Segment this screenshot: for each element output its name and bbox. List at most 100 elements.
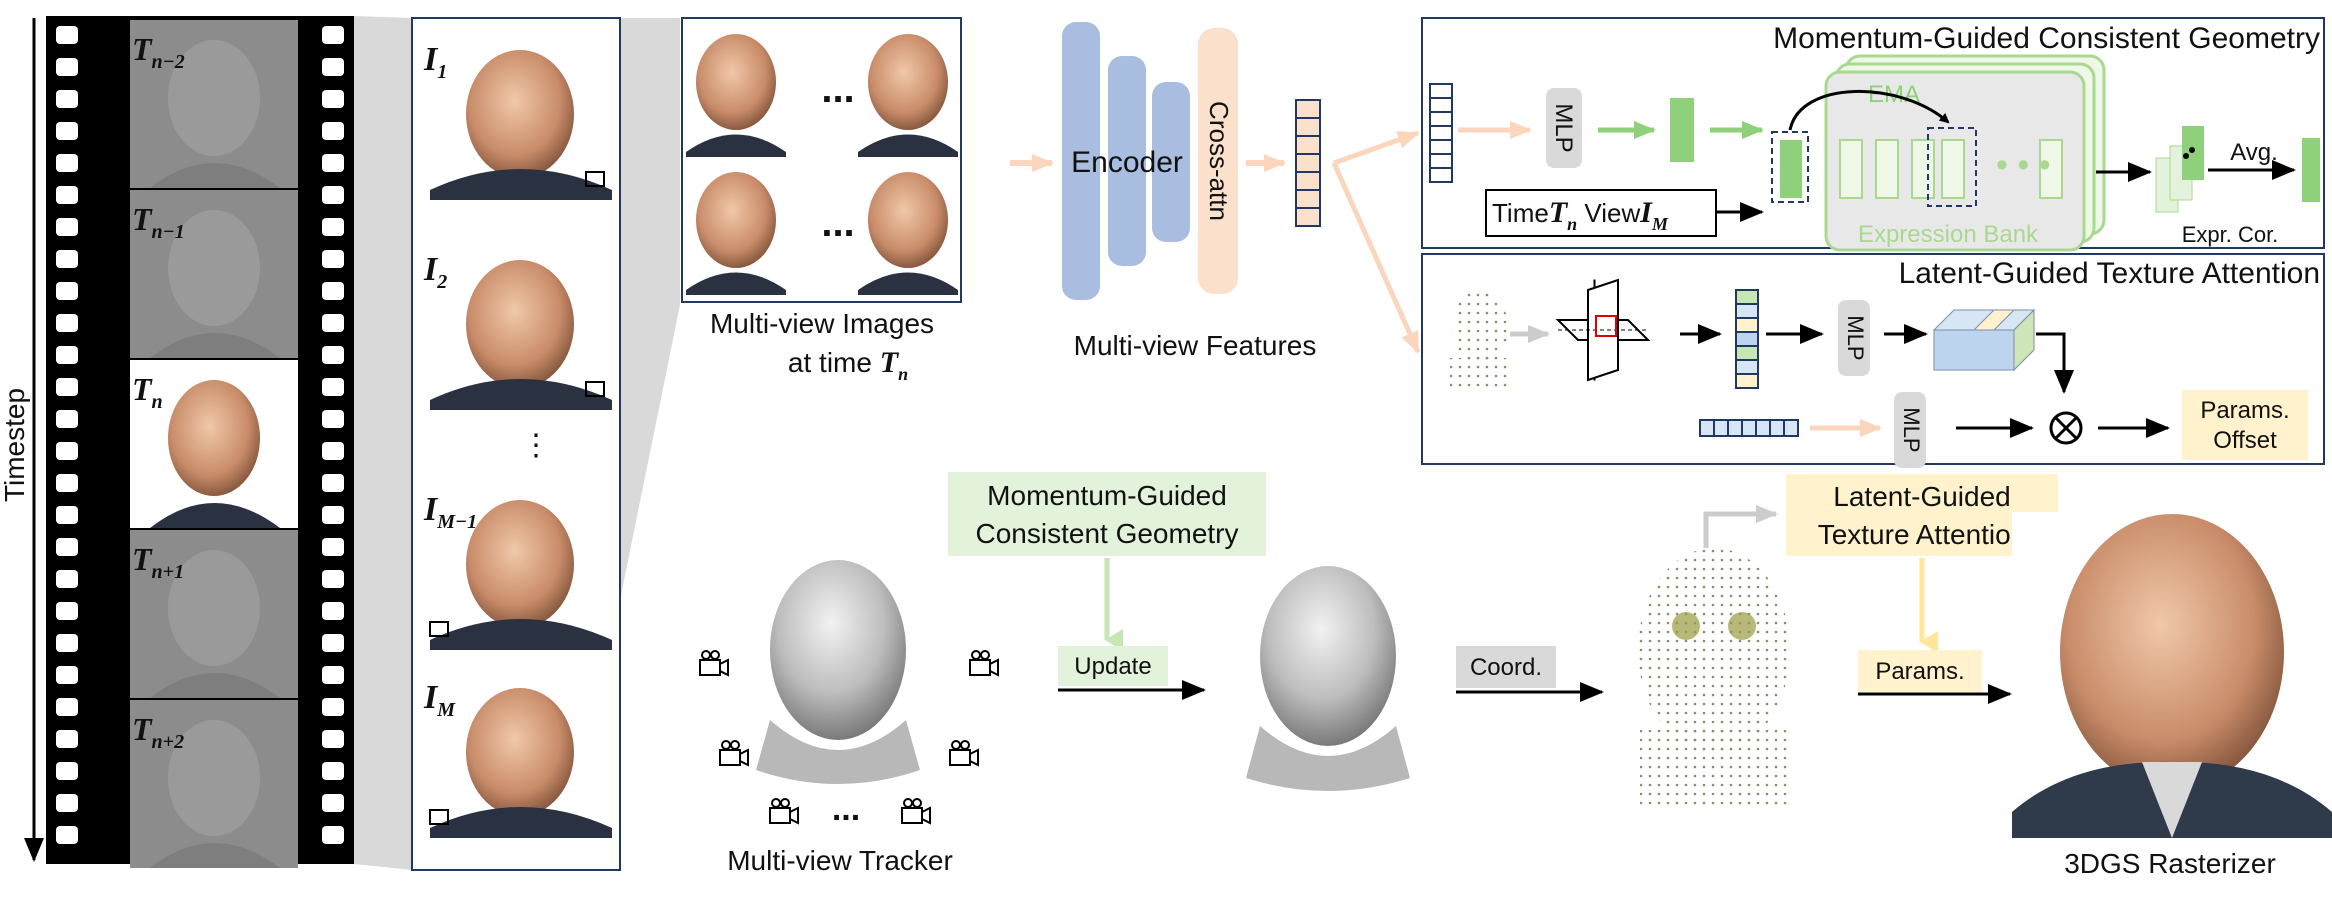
- texture-module-title: Latent-Guided Texture Attention: [1899, 257, 2320, 290]
- vector-cell: [1713, 419, 1729, 437]
- mlp-block: [1546, 88, 1582, 168]
- geometry-box: [948, 472, 1266, 556]
- film-frame: Tn−1: [130, 190, 298, 358]
- sprocket-hole: [322, 634, 344, 652]
- sprocket-hole: [56, 58, 78, 76]
- multiview-dots-bottom: ...: [821, 201, 854, 245]
- encoder-label: Encoder: [1071, 146, 1183, 179]
- frame-label: Tn+2: [132, 711, 184, 753]
- texture-box-line2: Texture Attention: [1818, 519, 2027, 550]
- vector-cell: [1735, 289, 1759, 305]
- mlp-block-1: [1838, 300, 1870, 376]
- sprocket-hole: [322, 90, 344, 108]
- timestep-label: Timestep: [0, 388, 30, 502]
- sprocket-hole: [56, 186, 78, 204]
- face-thumb: [858, 34, 958, 157]
- frame-label: Tn−1: [132, 201, 185, 243]
- expr-cor-label: Expr. Cor.: [2182, 222, 2279, 247]
- sprocket-hole: [56, 474, 78, 492]
- camera-icon: [429, 809, 449, 825]
- sprocket-hole: [322, 442, 344, 460]
- sprocket-hole: [56, 314, 78, 332]
- feature-vector: [1295, 99, 1321, 227]
- camera-icons: [699, 650, 999, 825]
- sprocket-hole: [56, 26, 78, 44]
- sprocket-hole: [322, 154, 344, 172]
- face-thumb: [858, 172, 958, 295]
- time-view-label: TimeTn ViewIM: [1492, 196, 1669, 234]
- updated-mesh: [1246, 566, 1410, 791]
- sprocket-hole: [56, 90, 78, 108]
- time-view-box: [1485, 189, 1717, 237]
- camera-icon: [585, 171, 605, 187]
- vector-cell: [1429, 167, 1453, 183]
- timestep-axis: Timestep: [0, 18, 44, 862]
- tracker-dots: ...: [832, 790, 860, 828]
- vector-cell: [1735, 317, 1759, 333]
- vector-cell: [1769, 419, 1785, 437]
- triplane-grid: [1555, 278, 1651, 382]
- vector-cell: [1735, 303, 1759, 319]
- bottom-pipeline: ... Multi-view Tracker Momentum-Guided C…: [699, 472, 2332, 879]
- vector-cell: [1295, 207, 1321, 227]
- point-cloud-head: [1450, 290, 1510, 388]
- film-frame: Tn+2: [130, 700, 298, 868]
- coord-label: Coord.: [1470, 654, 1542, 681]
- sprocket-hole: [56, 154, 78, 172]
- camera-icon: [429, 621, 449, 637]
- sprocket-hole: [56, 538, 78, 556]
- params-offset-line2: Offset: [2213, 427, 2277, 454]
- sprocket-hole: [322, 314, 344, 332]
- vector-cell: [1735, 345, 1759, 361]
- view-label: I2: [423, 251, 447, 293]
- vector-cell: [1735, 359, 1759, 375]
- sprocket-hole: [56, 122, 78, 140]
- params-offset-line1: Params.: [2200, 397, 2289, 424]
- geometry-module-title: Momentum-Guided Consistent Geometry: [1773, 22, 2320, 55]
- sprocket-hole: [322, 602, 344, 620]
- sprocket-hole: [56, 762, 78, 780]
- attention-tensor: [1932, 308, 2036, 372]
- cross-attn-label: Cross-attn: [1204, 101, 1234, 221]
- sprocket-hole: [56, 730, 78, 748]
- latent-vector: [1429, 83, 1453, 183]
- sprocket-hole: [322, 282, 344, 300]
- rasterizer-caption: 3DGS Rasterizer: [2064, 848, 2276, 879]
- rendered-face: [2012, 512, 2332, 838]
- features-caption: Multi-view Features: [1074, 330, 1317, 361]
- vector-cell: [1735, 373, 1759, 389]
- sprocket-hole: [322, 730, 344, 748]
- vector-cell: [1295, 171, 1321, 191]
- frame-label: Tn+1: [132, 541, 184, 583]
- frame-label: Tn: [132, 371, 163, 413]
- sprocket-hole: [56, 698, 78, 716]
- params-box: [1858, 650, 1982, 692]
- sprocket-hole: [322, 698, 344, 716]
- geometry-module: Momentum-Guided Consistent Geometry MLP …: [1421, 17, 2325, 252]
- sprocket-hole: [322, 826, 344, 844]
- sprocket-hole: [56, 282, 78, 300]
- view-thumb: IM: [423, 679, 612, 838]
- vector-cell: [1429, 83, 1453, 99]
- sprocket-hole: [56, 250, 78, 268]
- sprocket-hole: [56, 794, 78, 812]
- vector-cell: [1735, 331, 1759, 347]
- vector-cell: [1295, 99, 1321, 119]
- sprocket-hole: [56, 410, 78, 428]
- camera-icon: [949, 740, 979, 767]
- geometry-box-line1: Momentum-Guided: [987, 480, 1227, 511]
- frame-label: Tn−2: [132, 31, 185, 73]
- face-thumb: [686, 172, 786, 295]
- params-offset-box: [2182, 390, 2308, 460]
- view-label: I1: [423, 41, 447, 83]
- expr-correction: [2302, 138, 2320, 202]
- vector-cell: [1699, 419, 1715, 437]
- sprocket-hole: [56, 506, 78, 524]
- sprocket-hole: [56, 442, 78, 460]
- view-ellipsis: ⋮: [521, 429, 551, 462]
- avg-label: Avg.: [2230, 139, 2278, 166]
- sprocket-hole: [322, 250, 344, 268]
- sprocket-hole: [322, 506, 344, 524]
- sprocket-hole: [322, 122, 344, 140]
